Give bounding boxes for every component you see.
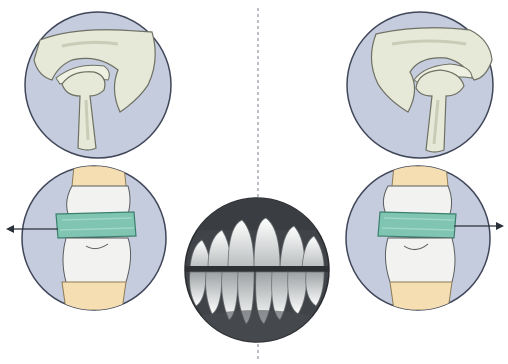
- upper-gum: [72, 166, 126, 186]
- arrow-head-icon: [496, 222, 504, 230]
- occlusal-splint: [56, 212, 136, 238]
- jaw-joint-left: [25, 12, 171, 158]
- upper-tooth: [383, 186, 451, 214]
- upper-tooth: [67, 186, 130, 214]
- occlusal-splint: [378, 212, 456, 238]
- jaw-joint-right: [347, 12, 493, 158]
- teeth-splint-right: [346, 166, 504, 310]
- lower-tooth: [63, 238, 131, 282]
- dental-arch-front: [185, 198, 329, 345]
- lower-tooth: [385, 238, 455, 282]
- lower-gum: [62, 282, 126, 310]
- teeth-splint-left: [6, 166, 166, 310]
- arrow-head-icon: [6, 225, 14, 233]
